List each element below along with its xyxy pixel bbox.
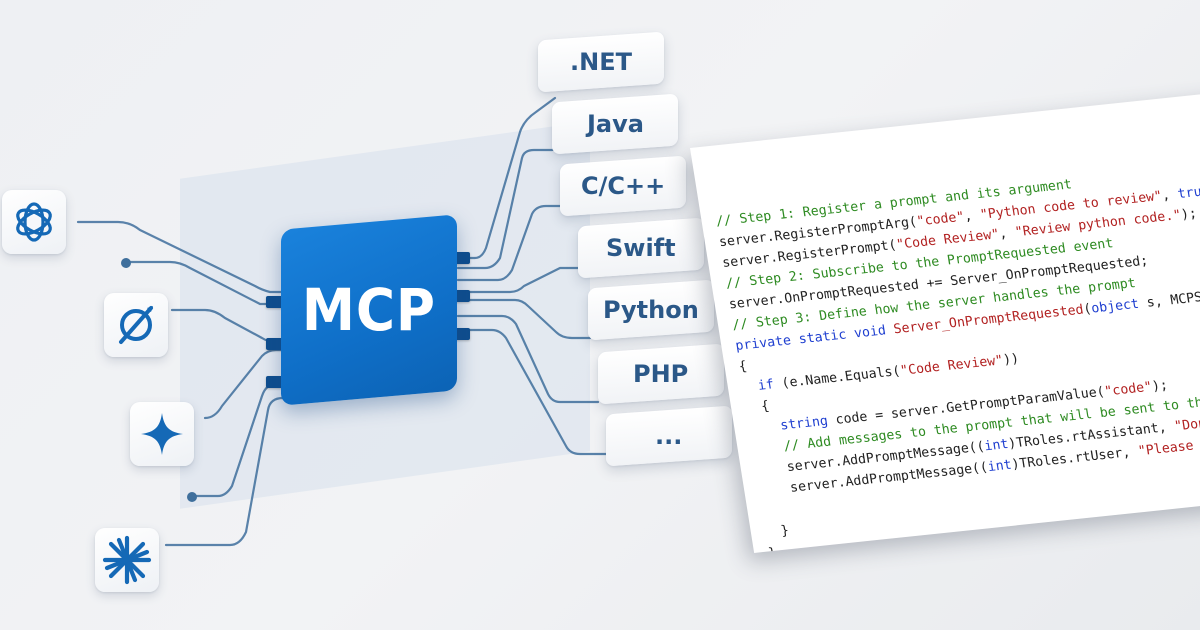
mcp-label: MCP (301, 276, 437, 345)
wire-cpp (456, 204, 568, 282)
gemini-icon (141, 413, 183, 455)
perplexity-tile (104, 293, 168, 357)
mcp-chip: MCP (281, 214, 457, 406)
junction-dot-2 (187, 492, 197, 502)
language-label: PHP (633, 360, 689, 389)
wire-swift (456, 266, 590, 294)
gemini-tile (130, 402, 194, 466)
wire-net (456, 96, 557, 260)
code-token-plain: { (737, 359, 748, 375)
chip-pin-left-2 (266, 338, 284, 350)
wire-openai (76, 220, 285, 294)
wire-claude (164, 396, 285, 547)
language-label: Swift (606, 234, 676, 263)
language-tag-java: Java (552, 93, 678, 155)
junction-dot-1 (121, 258, 131, 268)
language-label: Python (603, 296, 699, 324)
language-label: Java (586, 110, 644, 138)
code-token-keyword: string (779, 413, 830, 434)
code-token-plain: { (744, 398, 771, 417)
language-label: C/C++ (580, 172, 666, 200)
wire-dot-1 (124, 260, 285, 306)
wire-php (456, 314, 600, 404)
openai-icon (16, 202, 52, 242)
language-tag-swift: Swift (578, 217, 704, 279)
code-token-string: "Don' (1173, 415, 1200, 435)
claude-icon (102, 535, 152, 585)
language-tag-php: PHP (598, 343, 724, 405)
language-label: .NET (570, 48, 632, 76)
code-token-keyword: int (986, 457, 1013, 476)
language-tag-net: .NET (538, 31, 664, 93)
wire-dot-2 (190, 382, 285, 498)
code-token-keyword: int (983, 436, 1010, 455)
language-tag-cpp: C/C++ (560, 155, 686, 217)
code-token-plain: ); (1179, 206, 1199, 223)
code-token-plain: } (764, 523, 791, 541)
code-token-plain: )) (1001, 351, 1021, 369)
code-token-plain: ); (1150, 378, 1170, 395)
chip-pin-left-1 (266, 296, 284, 308)
wire-python (456, 298, 592, 340)
claude-tile (95, 528, 159, 592)
language-tag-more: ... (606, 405, 732, 467)
code-token-string: "code" (915, 209, 966, 230)
code-token-plain (748, 419, 782, 437)
perplexity-icon (119, 306, 153, 344)
code-token-string: "code" (1103, 379, 1154, 400)
code-token-keyword: object (1090, 296, 1141, 317)
chip-pin-left-3 (266, 376, 284, 388)
openai-tile (2, 190, 66, 254)
wire-gemini (203, 348, 285, 420)
wire-more (456, 328, 610, 456)
code-panel: // Step 1: Register a prompt and its arg… (690, 89, 1200, 553)
code-token-string: "Please re (1137, 438, 1195, 460)
code-block: // Step 1: Register a prompt and its arg… (714, 159, 1200, 553)
code-token-keyword: true (1176, 183, 1200, 203)
language-label: ... (655, 422, 683, 451)
language-tag-python: Python (588, 279, 714, 341)
